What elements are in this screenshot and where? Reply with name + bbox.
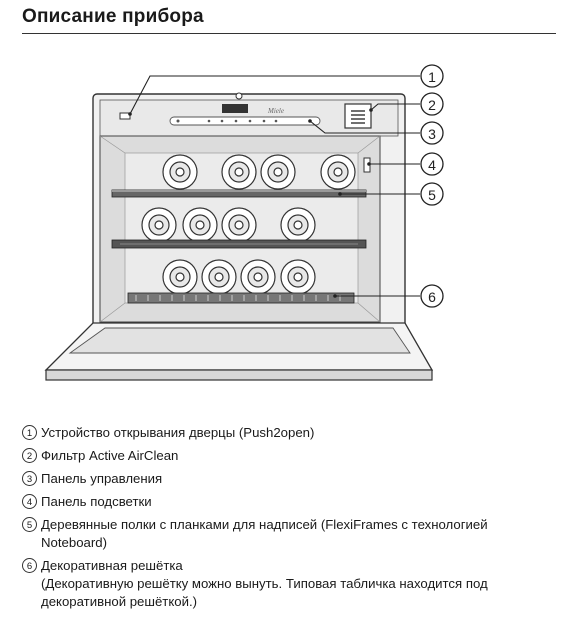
legend-text: Панель подсветки: [41, 494, 152, 509]
callout-5: 5: [420, 182, 444, 206]
callout-6-label: 6: [428, 289, 436, 305]
control-panel: [169, 116, 321, 126]
legend-item: 6 Декоративная решётка (Декоративную реш…: [22, 557, 552, 611]
legend-text: Фильтр Active AirClean: [41, 448, 179, 463]
bottle-row-1: [162, 154, 356, 190]
display-window: [222, 104, 248, 113]
legend-text-continued: Noteboard): [41, 535, 107, 550]
legend-number: 2: [22, 448, 37, 463]
callout-1-label: 1: [428, 69, 436, 85]
callout-3-label: 3: [428, 126, 436, 142]
legend-item: 3 Панель управления: [22, 470, 552, 488]
callout-6: 6: [420, 284, 444, 308]
legend-number: 5: [22, 517, 37, 532]
legend-item: 2 Фильтр Active AirClean: [22, 447, 552, 465]
component-legend: 1 Устройство открывания дверцы (Push2ope…: [22, 424, 552, 616]
legend-number: 6: [22, 558, 37, 573]
title-divider: [22, 33, 556, 34]
display-led: [235, 92, 243, 100]
legend-text-continued: (Декоративную решётку можно вынуть. Типо…: [41, 576, 488, 591]
appliance-illustration: Miele: [44, 64, 444, 381]
push2open-device: [119, 112, 131, 120]
legend-text: Устройство открывания дверцы (Push2open): [41, 425, 315, 440]
legend-item: 5 Деревянные полки с планками для надпис…: [22, 516, 552, 552]
callout-1: 1: [420, 64, 444, 88]
callout-2: 2: [420, 92, 444, 116]
legend-item: 1 Устройство открывания дверцы (Push2ope…: [22, 424, 552, 442]
legend-text: Деревянные полки с планками для надписей…: [41, 517, 488, 532]
legend-number: 3: [22, 471, 37, 486]
bottle-row-3: [162, 259, 316, 295]
callout-3: 3: [420, 121, 444, 145]
callout-4-label: 4: [428, 157, 436, 173]
legend-text: Панель управления: [41, 471, 163, 486]
callout-5-label: 5: [428, 187, 436, 203]
legend-text: Декоративная решётка: [41, 558, 183, 573]
legend-item: 4 Панель подсветки: [22, 493, 552, 511]
legend-number: 1: [22, 425, 37, 440]
airclean-filter: [344, 103, 372, 129]
legend-text-continued: декоративной решёткой.): [41, 594, 198, 609]
legend-number: 4: [22, 494, 37, 509]
callout-4: 4: [420, 152, 444, 176]
bottle-row-2: [141, 207, 316, 243]
callout-2-label: 2: [428, 97, 436, 113]
svg-text:Miele: Miele: [267, 107, 284, 115]
page-title: Описание прибора: [22, 6, 204, 27]
decorative-grille: [127, 292, 355, 304]
